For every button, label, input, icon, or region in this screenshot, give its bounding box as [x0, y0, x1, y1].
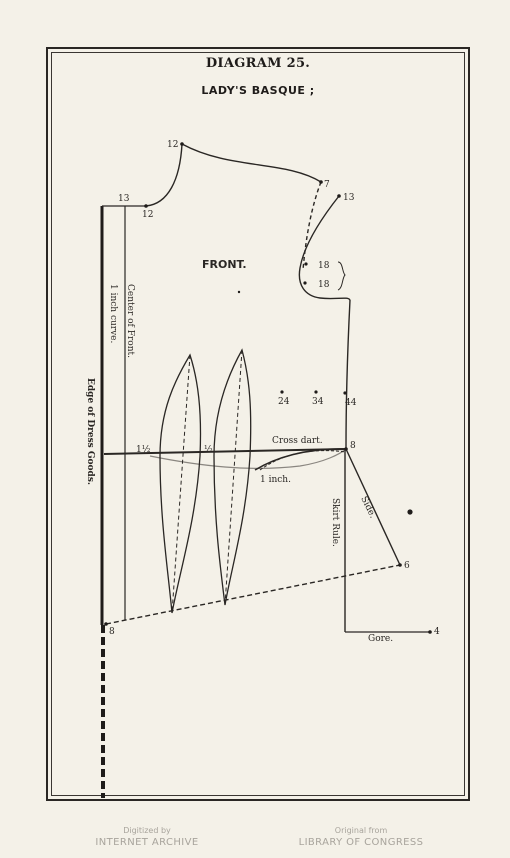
label-half: ½	[204, 444, 213, 455]
label-edge-of-dress-goods: Edge of Dress Goods.	[85, 378, 95, 485]
underarm-line	[345, 299, 351, 449]
footer-digitized: Digitized by INTERNET ARCHIVE	[47, 826, 247, 848]
cross-dart-curve	[254, 448, 347, 471]
label-cross-dart: Cross dart.	[272, 436, 323, 446]
label-12-top: 12	[167, 140, 178, 150]
label-one-inch: 1 inch.	[260, 475, 291, 485]
label-7: 7	[324, 180, 330, 190]
label-side: Side.	[358, 495, 377, 520]
side-line	[345, 448, 401, 566]
label-skirt-rule: Skirt Rule.	[330, 498, 340, 547]
bottom-dashed-line	[105, 564, 401, 625]
dart-2-fold	[224, 349, 243, 606]
label-gore: Gore.	[368, 634, 393, 644]
label-18-b: 18	[318, 280, 330, 290]
neck-curve	[145, 143, 183, 207]
label-12-left: 12	[142, 210, 153, 220]
inner-border	[51, 52, 465, 796]
label-one-inch-curve: 1 inch curve.	[108, 284, 118, 344]
label-one-and-half: 1½	[136, 444, 151, 455]
label-34: 34	[312, 397, 324, 407]
diagram-subtitle: LADY'S BASQUE ;	[201, 84, 315, 97]
grey-curve	[149, 448, 347, 469]
footer-left-big: INTERNET ARCHIVE	[95, 837, 199, 848]
label-13-right: 13	[343, 193, 355, 203]
label-44: 44	[345, 398, 357, 408]
armhole-curve	[298, 195, 351, 301]
label-4: 4	[434, 627, 440, 637]
cross-dart-dashed	[259, 450, 347, 471]
label-8-left: 8	[109, 627, 115, 637]
label-6: 6	[404, 561, 410, 571]
label-front: FRONT.	[202, 258, 247, 271]
armhole-dashed	[302, 181, 322, 271]
diagram-title: DIAGRAM 25.	[205, 56, 311, 71]
shoulder-line	[181, 143, 322, 183]
label-18-a: 18	[318, 261, 330, 271]
dart-1-fold	[171, 354, 191, 614]
label-24: 24	[278, 397, 290, 407]
label-13-left: 13	[118, 194, 130, 204]
footer-original: Original from LIBRARY OF CONGRESS	[261, 826, 461, 848]
dart-2	[213, 348, 252, 606]
footer-left-small: Digitized by	[123, 826, 171, 835]
dart-1	[159, 353, 202, 614]
point-dots	[104, 142, 432, 634]
footer-right-big: LIBRARY OF CONGRESS	[298, 837, 424, 848]
label-center-of-front: Center of Front.	[125, 284, 135, 358]
bracket	[337, 261, 346, 291]
outer-border	[46, 47, 470, 801]
label-8-right: 8	[350, 441, 356, 451]
waist-line	[103, 448, 347, 455]
footer-right-small: Original from	[334, 826, 388, 835]
